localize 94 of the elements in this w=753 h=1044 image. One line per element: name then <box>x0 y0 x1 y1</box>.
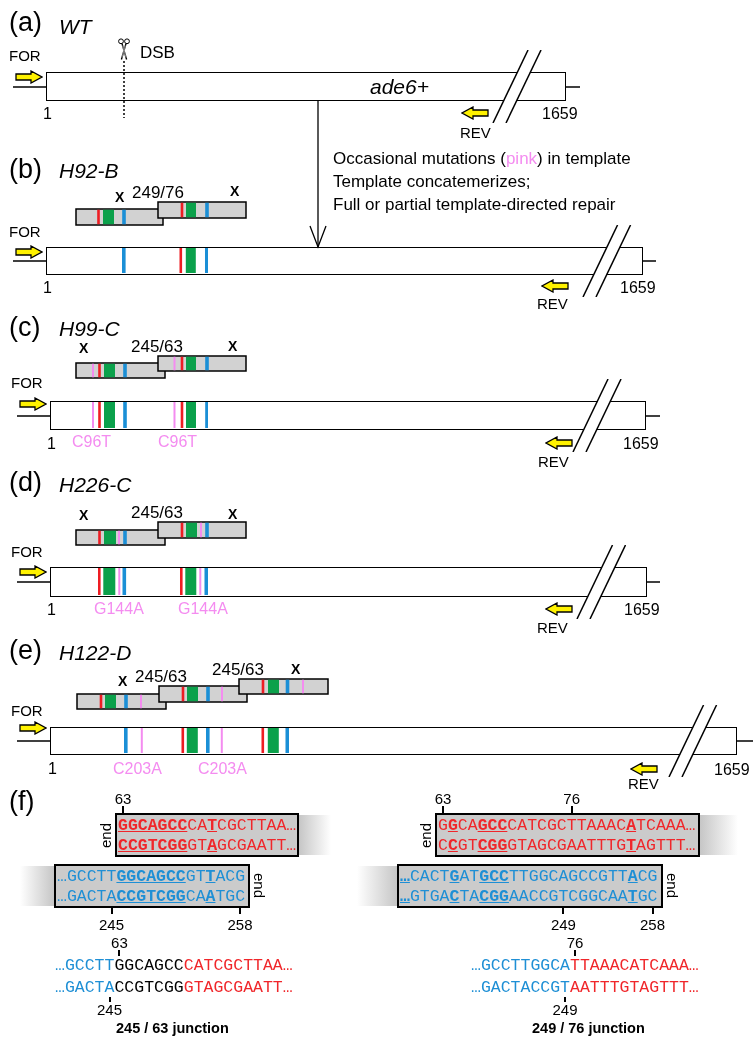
primer-label: FOR <box>9 224 41 239</box>
mutation-label: C96T <box>158 434 198 450</box>
caption: 249 / 76 junction <box>532 1021 645 1036</box>
end-label: end <box>98 823 113 849</box>
position-label: 258 <box>227 917 253 932</box>
position-label: 245 <box>99 917 124 932</box>
position-label: 1 <box>47 602 56 618</box>
dna-sequence: …GCCTTGGCAGCCCATCGCTTAA… <box>55 958 293 975</box>
sequence-box <box>115 813 299 857</box>
primer-label: FOR <box>11 375 43 390</box>
gene-name: ade6+ <box>370 76 429 97</box>
dna-sequence: …GCCTTGGCATTAAACATCAAA… <box>471 958 699 975</box>
x-mark: X <box>79 508 89 522</box>
position-label: 1659 <box>623 436 659 452</box>
position-label: 1659 <box>620 280 656 296</box>
annotation-text: Full or partial template-directed repair <box>333 196 616 213</box>
gene-bar <box>46 247 643 275</box>
primer-label: REV <box>460 125 491 140</box>
x-mark: X <box>118 674 128 688</box>
x-mark: X <box>291 662 301 676</box>
dna-sequence: GGCAGCCCATCGCTTAAACATCAAA… <box>438 816 697 836</box>
strain-name: H99-C <box>59 318 120 339</box>
mutation-label: C203A <box>198 761 247 777</box>
panel-letter: (d) <box>9 469 42 496</box>
x-mark: X <box>115 190 125 204</box>
primer-label: REV <box>628 776 659 791</box>
dna-sequence: CCGTCGGGTAGCGAATT… <box>118 836 297 856</box>
position-label: 63 <box>111 935 128 950</box>
position-label: 1659 <box>714 762 750 778</box>
position-label: 258 <box>640 917 665 932</box>
primer-label: FOR <box>9 48 41 63</box>
dna-sequence: …GCCTTGGCAGCCGTTACG <box>57 867 247 887</box>
position-label: 63 <box>434 791 452 806</box>
position-label: 1 <box>43 106 52 122</box>
primer-label: REV <box>537 620 568 635</box>
gene-bar <box>50 401 646 430</box>
primer-label: FOR <box>11 544 43 559</box>
dna-sequence: …GACTACCGTCGGCAATGC <box>57 887 247 907</box>
position-label: 1659 <box>542 106 578 122</box>
annotation-text: Occasional mutations (pink) in template <box>333 150 631 167</box>
position-label: 245 <box>97 1002 122 1017</box>
caption: 245 / 63 junction <box>116 1021 229 1036</box>
position-label: 1 <box>48 761 57 777</box>
junction-label: 245/63 <box>212 661 264 678</box>
mutation-label: C96T <box>72 434 112 450</box>
dna-sequence: …CACTGATGCCTTGGCAGCCGTTACG <box>400 867 659 887</box>
junction-label: 249/76 <box>132 184 184 201</box>
position-label: 63 <box>114 791 132 806</box>
position-label: 249 <box>550 917 576 932</box>
x-mark: X <box>228 507 238 521</box>
strain-name: H122-D <box>59 642 132 663</box>
end-label: end <box>418 823 433 849</box>
x-mark: X <box>230 184 240 198</box>
panel-letter: (a) <box>9 9 42 36</box>
end-label: end <box>665 873 680 899</box>
position-label: 1659 <box>624 602 660 618</box>
position-label: 1 <box>47 436 56 452</box>
sequence-box <box>435 813 700 857</box>
gene-bar <box>50 727 737 755</box>
primer-label: FOR <box>11 703 43 718</box>
mutation-label: G144A <box>94 601 144 617</box>
panel-letter: (e) <box>9 637 42 664</box>
gene-bar <box>46 72 566 101</box>
primer-label: REV <box>537 296 568 311</box>
panel-letter: (b) <box>9 156 42 183</box>
dna-sequence: …GTGACTACGGAACCGTCGGCAATGC <box>400 887 659 907</box>
sequence-box <box>397 864 663 908</box>
position-label: 249 <box>552 1002 578 1017</box>
strain-name: WT <box>59 16 92 37</box>
position-label: 76 <box>566 935 584 950</box>
x-mark: X <box>79 341 89 355</box>
dna-sequence: CCGTCGGGTAGCGAATTTGTAGTTT… <box>438 836 697 856</box>
primer-label: REV <box>538 454 569 469</box>
end-label: end <box>252 873 267 899</box>
junction-label: 245/63 <box>131 338 183 355</box>
dna-sequence: GGCAGCCCATCGCTTAA… <box>118 816 297 836</box>
panel-letter: (c) <box>9 314 41 341</box>
junction-label: 245/63 <box>135 668 187 685</box>
arrow <box>309 100 327 248</box>
strain-name: H92-B <box>59 160 119 181</box>
dna-sequence: …GACTACCGTAATTTGTAGTTT… <box>471 980 699 997</box>
x-mark: X <box>228 339 238 353</box>
strain-name: H226-C <box>59 474 132 495</box>
annotation-text: Template concatemerizes; <box>333 173 531 190</box>
mutation-label: C203A <box>113 761 162 777</box>
cut-site-label: DSB <box>140 44 175 61</box>
dna-sequence: …GACTACCGTCGGGTAGCGAATT… <box>55 980 293 997</box>
mutation-label: G144A <box>178 601 228 617</box>
sequence-box <box>54 864 250 908</box>
position-label: 76 <box>563 791 581 806</box>
panel-letter: (f) <box>9 788 35 815</box>
junction-label: 245/63 <box>131 504 183 521</box>
gene-bar <box>50 567 647 597</box>
position-label: 1 <box>43 280 52 296</box>
